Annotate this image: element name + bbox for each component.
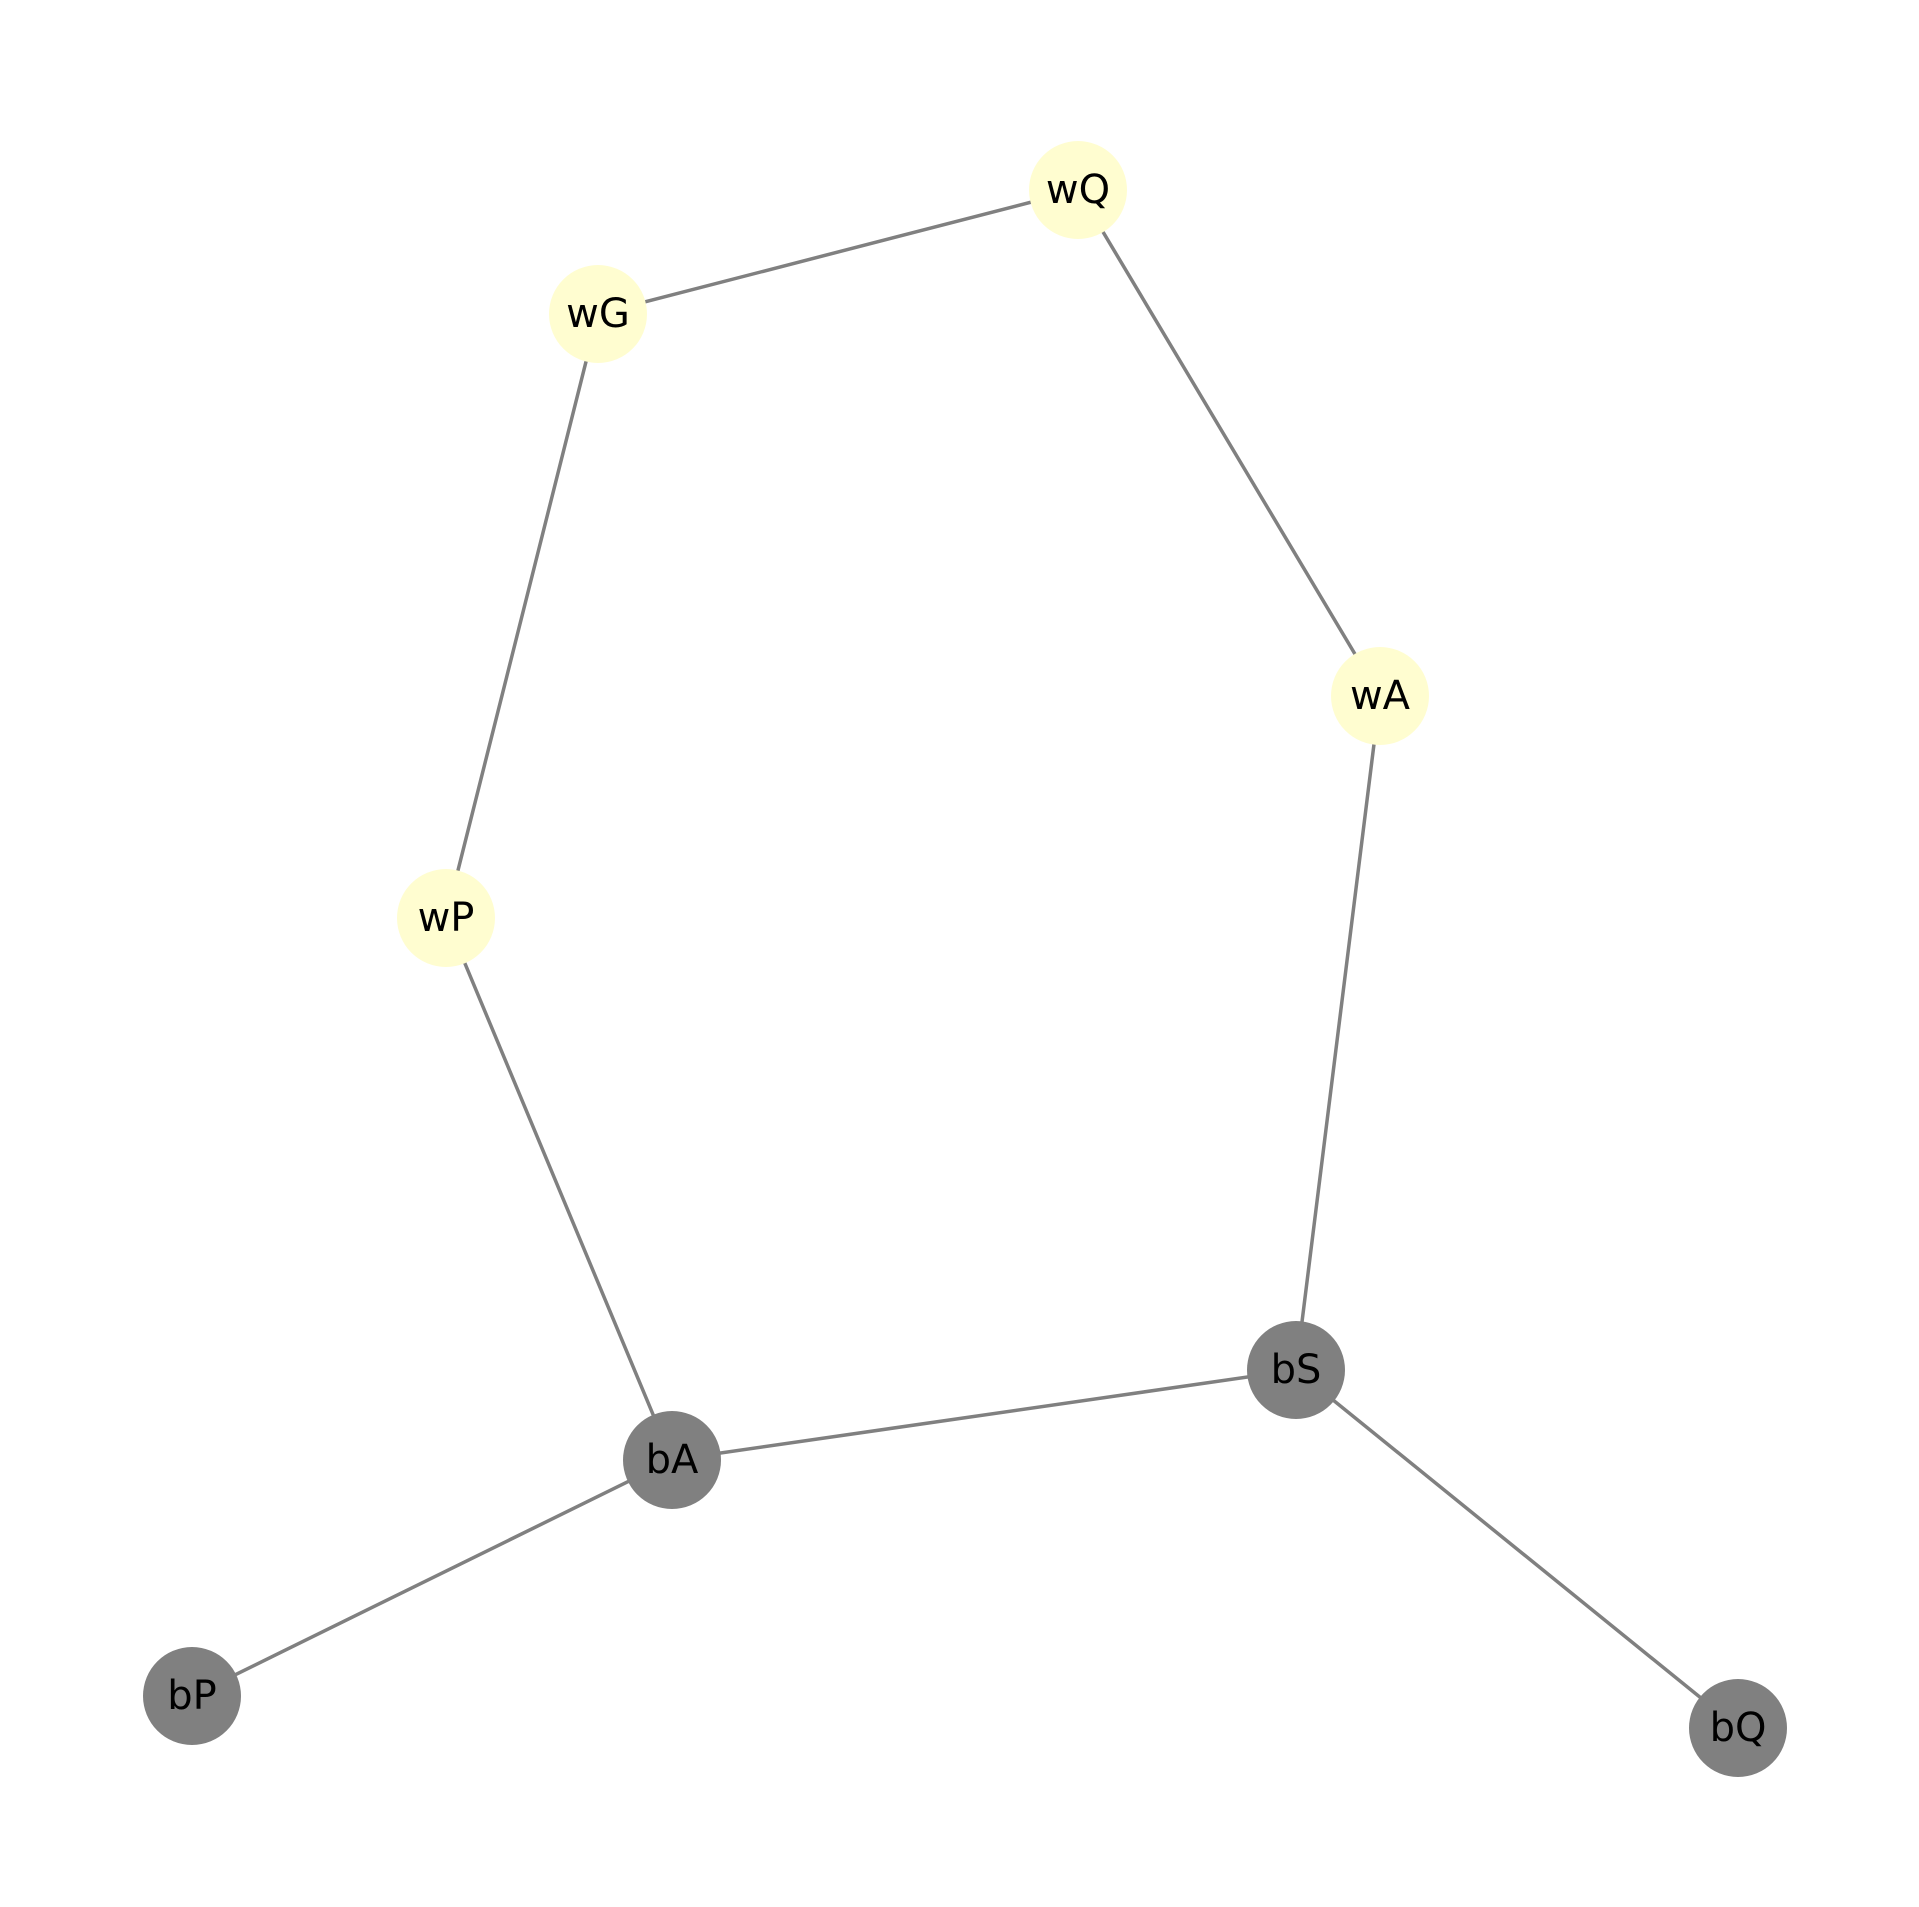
- edge-wG-wQ: [596, 188, 1080, 316]
- edge-wG-wP: [444, 312, 600, 920]
- edge-wQ-wA: [1076, 188, 1382, 698]
- node-bP: bP: [143, 1647, 241, 1745]
- node-label-bA: bA: [646, 1437, 699, 1483]
- node-wG: wG: [549, 265, 647, 363]
- node-circle-bS: [1247, 1321, 1345, 1419]
- node-wQ: wQ: [1029, 141, 1127, 239]
- node-circle-wP: [397, 869, 495, 967]
- node-label-wG: wG: [566, 291, 630, 337]
- node-bS: bS: [1247, 1321, 1345, 1419]
- node-label-bS: bS: [1271, 1347, 1322, 1393]
- node-label-wA: wA: [1350, 673, 1411, 719]
- node-bQ: bQ: [1689, 1679, 1787, 1777]
- nodes-layer: wQ wG wA wP bS bA bP bQ: [143, 141, 1787, 1777]
- node-wP: wP: [397, 869, 495, 967]
- node-label-bQ: bQ: [1710, 1705, 1767, 1751]
- node-label-wQ: wQ: [1046, 167, 1110, 213]
- edge-bA-bP: [190, 1458, 674, 1698]
- edge-wA-bS: [1294, 694, 1382, 1372]
- edges-layer: [190, 188, 1740, 1730]
- node-circle-bQ: [1689, 1679, 1787, 1777]
- node-label-wP: wP: [418, 895, 475, 941]
- edge-bA-bS: [670, 1368, 1298, 1462]
- node-circle-wA: [1331, 647, 1429, 745]
- node-bA: bA: [623, 1411, 721, 1509]
- node-circle-wQ: [1029, 141, 1127, 239]
- node-circle-bP: [143, 1647, 241, 1745]
- node-circle-wG: [549, 265, 647, 363]
- node-wA: wA: [1331, 647, 1429, 745]
- node-label-bP: bP: [167, 1673, 217, 1719]
- edge-wP-bA: [444, 916, 674, 1462]
- edge-bS-bQ: [1294, 1368, 1740, 1730]
- node-circle-bA: [623, 1411, 721, 1509]
